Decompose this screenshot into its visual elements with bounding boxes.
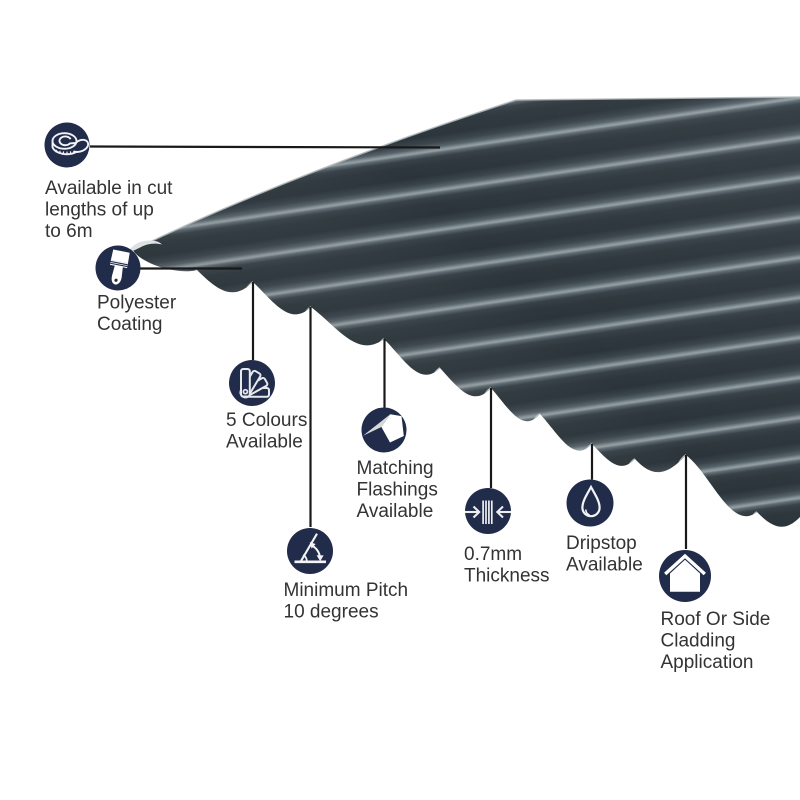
svg-text:Available in cut: Available in cut [45,178,173,199]
svg-text:Matching: Matching [357,458,434,479]
svg-text:10 degrees: 10 degrees [284,602,379,623]
svg-text:Available: Available [357,501,434,522]
svg-text:Application: Application [661,652,754,673]
svg-text:0.7mm: 0.7mm [464,544,522,565]
svg-text:Cladding: Cladding [661,631,736,652]
svg-text:Available: Available [226,432,303,453]
svg-text:Polyester: Polyester [97,293,177,314]
svg-text:Coating: Coating [97,314,163,335]
svg-text:Minimum Pitch: Minimum Pitch [284,580,409,601]
svg-text:Roof Or Side: Roof Or Side [661,609,771,630]
svg-text:Dripstop: Dripstop [566,533,637,554]
svg-text:lengths of up: lengths of up [45,200,154,221]
svg-text:to 6m: to 6m [45,221,93,242]
svg-text:Available: Available [566,555,643,576]
svg-text:5 Colours: 5 Colours [226,410,307,431]
svg-text:Flashings: Flashings [357,480,438,501]
svg-text:Thickness: Thickness [464,566,550,587]
